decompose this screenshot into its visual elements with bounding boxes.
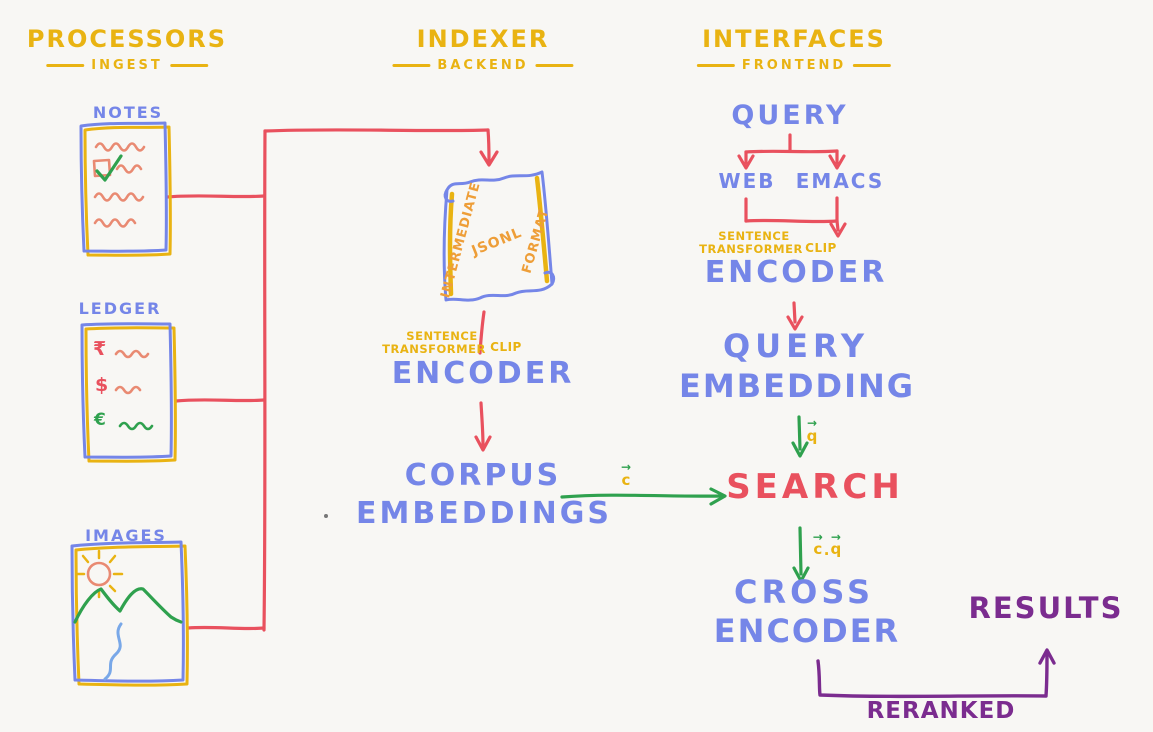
corpus-embeddings-node: CORPUS xyxy=(404,458,562,493)
rerank-to-results-line xyxy=(816,648,1056,699)
ledger-label: LEDGER xyxy=(78,299,162,318)
processors-subtitle: INGEST xyxy=(46,58,208,73)
web-node: WEB xyxy=(718,169,776,193)
checkmark-icon xyxy=(95,154,123,182)
interfaces-clip-note: CLIP xyxy=(805,241,837,255)
interfaces-transformer-note: TRANSFORMER xyxy=(699,242,803,256)
interfaces-title: INTERFACES xyxy=(702,25,886,53)
interfaces-sentence-note: SENTENCE xyxy=(718,229,790,243)
jsonl-scroll-icon xyxy=(442,170,556,302)
mountains-icon xyxy=(73,587,183,624)
euro-icon: € xyxy=(94,410,106,430)
reranked-label: RERANKED xyxy=(866,698,1016,724)
embedding-to-search-arrow xyxy=(791,415,809,458)
search-to-crossencoder-arrow xyxy=(792,526,810,583)
corpus-embeddings-node-line2: EMBEDDINGS xyxy=(355,496,613,531)
rupee-icon: ₹ xyxy=(93,338,107,360)
search-node: SEARCH xyxy=(726,467,904,507)
notes-label: NOTES xyxy=(92,103,164,122)
dot-product-label: → c . → q xyxy=(812,530,842,559)
vector-arrow-icon: → xyxy=(806,416,818,430)
interfaces-subtitle: FRONTEND xyxy=(697,58,891,73)
cross-encoder-node-line2: ENCODER xyxy=(713,612,901,650)
processors-title: PROCESSORS xyxy=(26,25,228,53)
indexer-subtitle: BACKEND xyxy=(392,58,573,73)
emacs-node: EMACS xyxy=(795,169,885,193)
cross-encoder-node: CROSS xyxy=(734,573,874,611)
stray-mark xyxy=(324,514,328,518)
interfaces-encoder-node: ENCODER xyxy=(704,255,888,290)
indexer-encoder-node: ENCODER xyxy=(391,356,575,391)
images-label: IMAGES xyxy=(85,526,167,545)
images-card-icon xyxy=(70,540,189,687)
indexer-transformer-note: TRANSFORMER xyxy=(382,342,486,356)
corpus-to-search-arrow xyxy=(560,487,727,506)
corpus-vector-label: → c xyxy=(620,460,632,489)
vector-arrow-icon: → xyxy=(620,460,632,474)
query-node: QUERY xyxy=(731,100,849,131)
interfaces-connector-lines xyxy=(737,133,847,331)
dollar-icon: $ xyxy=(95,374,109,396)
query-embedding-node-line2: EMBEDDING xyxy=(678,367,916,405)
ingest-connector-lines xyxy=(165,128,499,632)
query-embedding-node: QUERY xyxy=(722,327,870,365)
river-icon xyxy=(103,622,123,681)
vector-arrow-icon: → xyxy=(812,530,823,544)
ledger-card-icon xyxy=(80,322,177,463)
indexer-title: INDEXER xyxy=(416,25,550,53)
notes-card-icon xyxy=(79,121,172,257)
query-vector-label: → q xyxy=(806,416,818,445)
results-node: RESULTS xyxy=(968,591,1124,625)
indexer-clip-note: CLIP xyxy=(490,340,522,354)
vector-arrow-icon: → xyxy=(830,530,841,544)
indexer-sentence-note: SENTENCE xyxy=(406,329,478,343)
indexer-flow-arrows xyxy=(474,310,492,452)
